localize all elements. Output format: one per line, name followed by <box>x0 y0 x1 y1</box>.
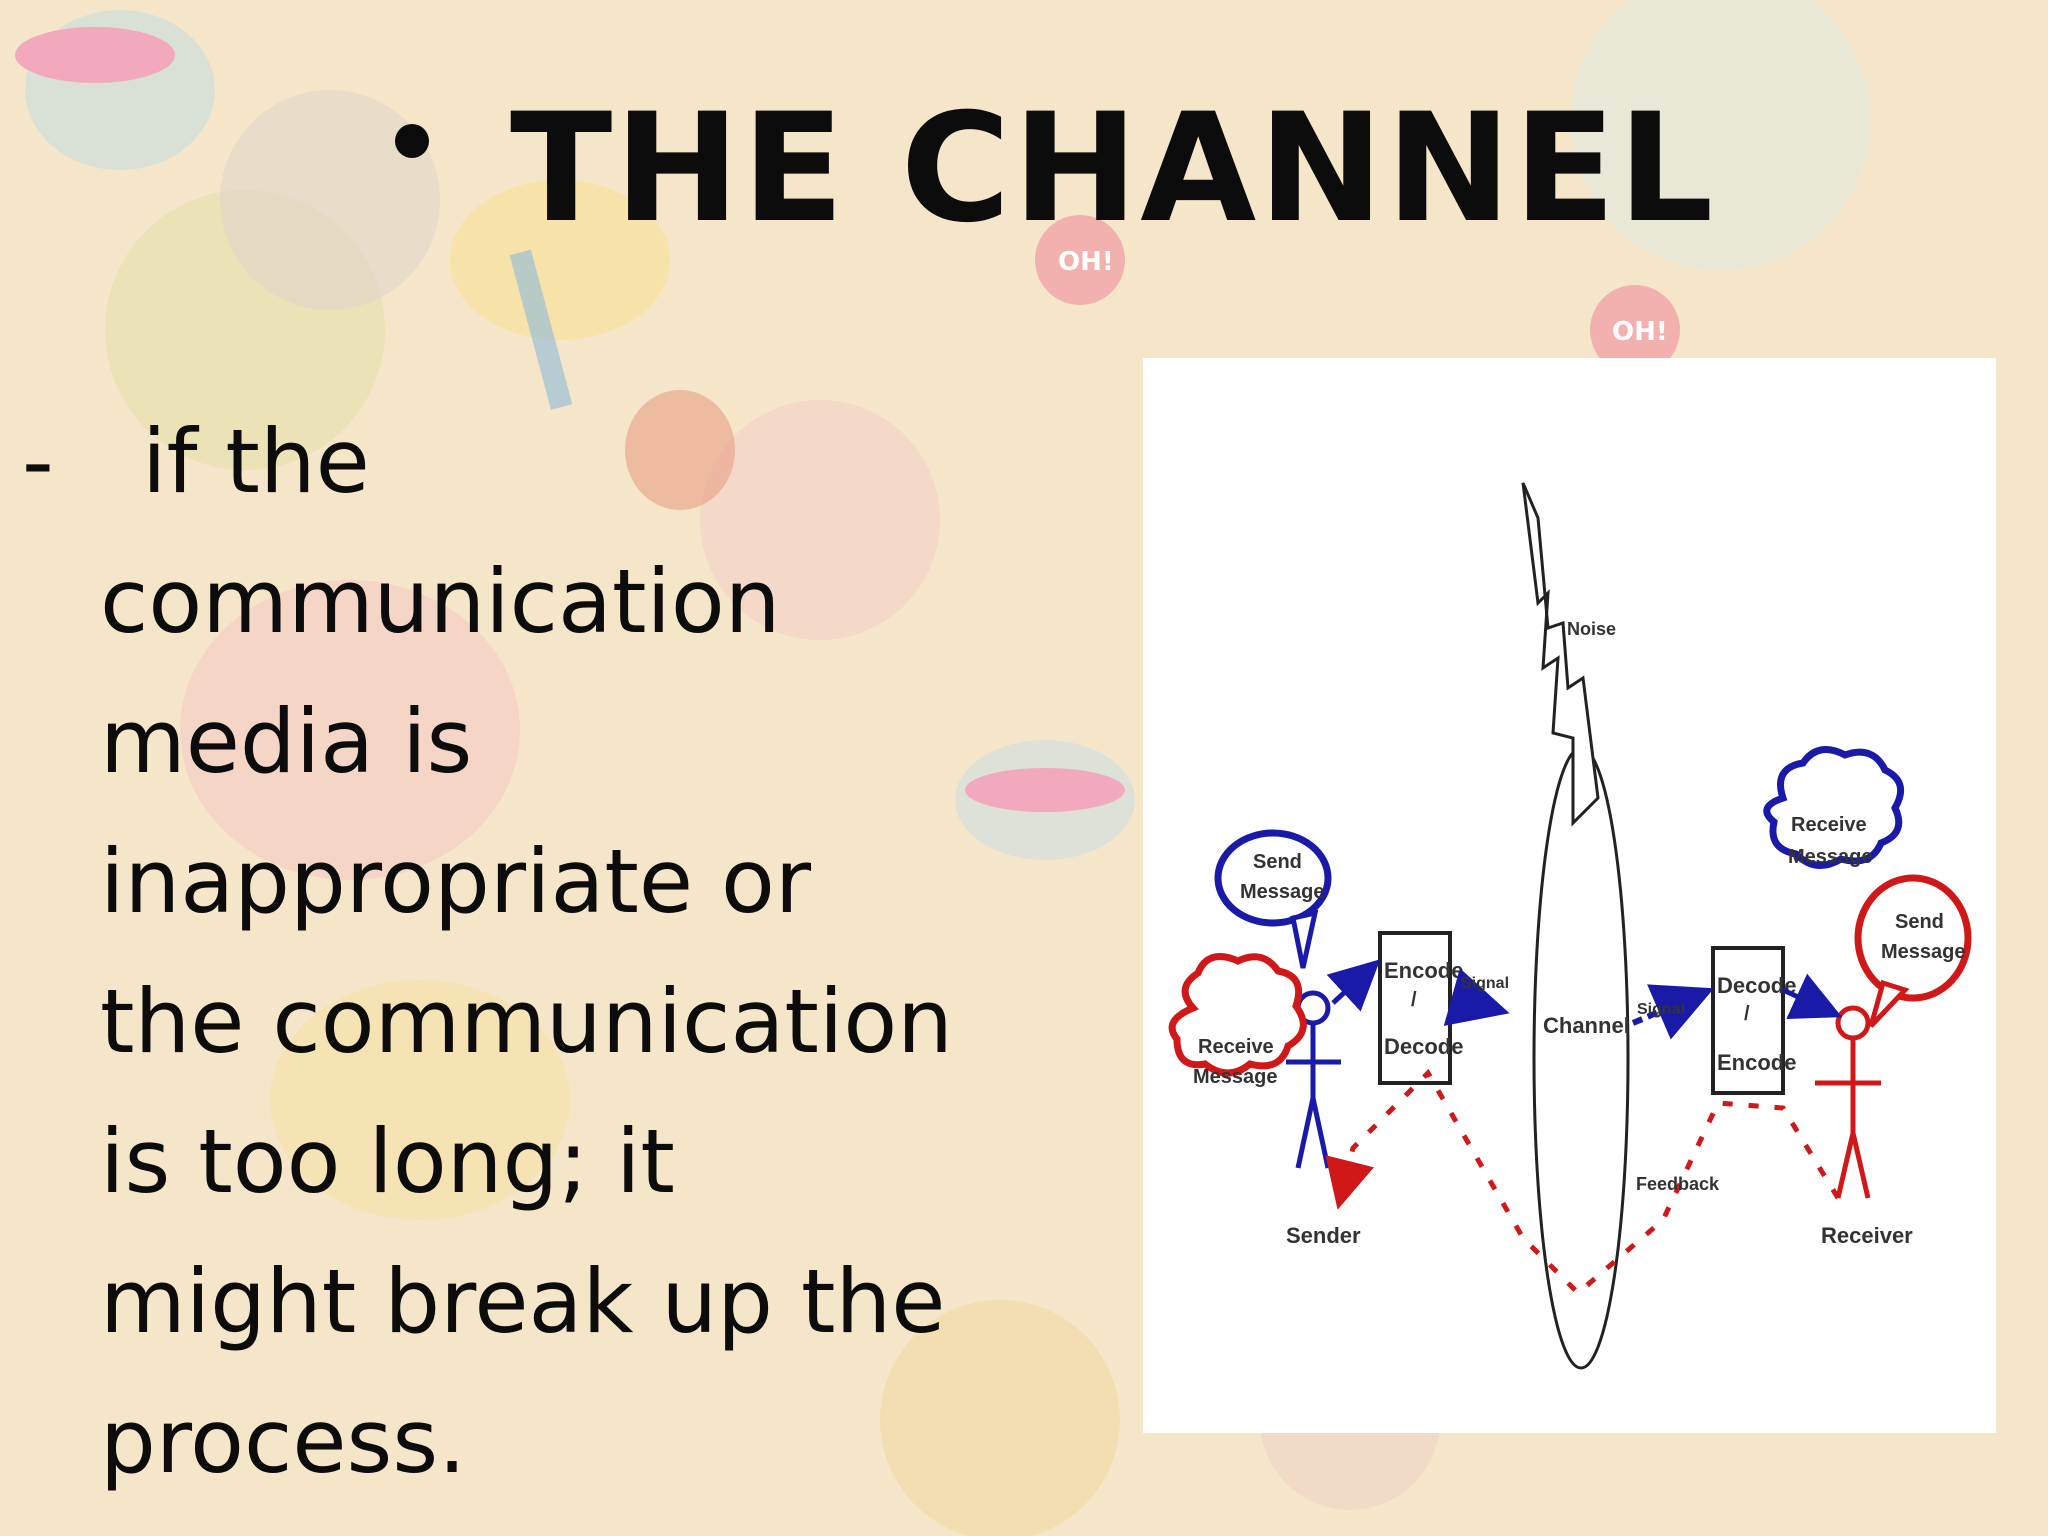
receiver-receive-text-1: Receive <box>1791 814 1867 836</box>
encoder-label-bottom: Decode <box>1384 1034 1463 1059</box>
sender-send-text-1: Send <box>1253 851 1302 873</box>
body-line: is too long; it <box>100 1110 675 1213</box>
communication-diagram: Noise Channel Encode / Decode Decode / E… <box>1143 358 1996 1433</box>
slide-title: THE CHANNEL <box>510 82 1716 256</box>
body-line: if the <box>142 410 370 513</box>
noise-bolt-icon <box>1521 482 1600 827</box>
signal-label-left: Signal <box>1461 975 1509 992</box>
decoder-label-bottom: Encode <box>1717 1050 1796 1075</box>
body-line: inappropriate or <box>100 830 812 933</box>
sender-receive-bubble <box>1168 953 1307 1077</box>
body-dash: - <box>22 410 54 513</box>
channel-shape <box>1532 746 1630 1370</box>
decoder-label-top: Decode <box>1717 973 1796 998</box>
signal-arrow-right <box>1631 984 1715 1040</box>
receiver-send-text-2: Message <box>1881 941 1966 963</box>
body-line: media is <box>100 690 473 793</box>
feedback-label: Feedback <box>1636 1174 1720 1194</box>
sticker-oh-1: OH! <box>1058 247 1114 277</box>
body-line: the communication <box>100 970 953 1073</box>
body-line: might break up the <box>100 1250 946 1353</box>
receiver-send-text-1: Send <box>1895 911 1944 933</box>
title-bullet <box>395 124 429 158</box>
receiver-receive-text-2: Message <box>1788 846 1873 868</box>
signal-arrow-left <box>1443 968 1510 1026</box>
decoder-to-receiver-arrow <box>1781 973 1843 1019</box>
body-line: communication <box>100 550 781 653</box>
encoder-label-slash: / <box>1411 989 1417 1011</box>
sender-label: Sender <box>1286 1223 1361 1248</box>
receiver-send-bubble <box>1854 874 1972 1002</box>
receiver-label: Receiver <box>1821 1223 1913 1248</box>
encoder-label-top: Encode <box>1384 958 1463 983</box>
signal-label-right: Signal <box>1637 1001 1685 1018</box>
channel-label: Channel <box>1543 1013 1630 1038</box>
body-paragraph: if the communication media is inappropri… <box>100 392 1120 1512</box>
decoder-label-slash: / <box>1744 1003 1750 1025</box>
sender-to-encoder-arrow <box>1326 959 1381 1012</box>
sender-receive-text-1: Receive <box>1198 1036 1274 1058</box>
noise-label: Noise <box>1567 619 1616 639</box>
receiver-receive-bubble <box>1763 746 1905 869</box>
sender-send-bubble <box>1214 829 1332 927</box>
sticker-oh-2: OH! <box>1612 317 1668 347</box>
sender-receive-text-2: Message <box>1193 1066 1278 1088</box>
body-line: process. <box>100 1390 467 1493</box>
sender-send-text-2: Message <box>1240 881 1325 903</box>
receiver-head <box>1835 1005 1871 1041</box>
